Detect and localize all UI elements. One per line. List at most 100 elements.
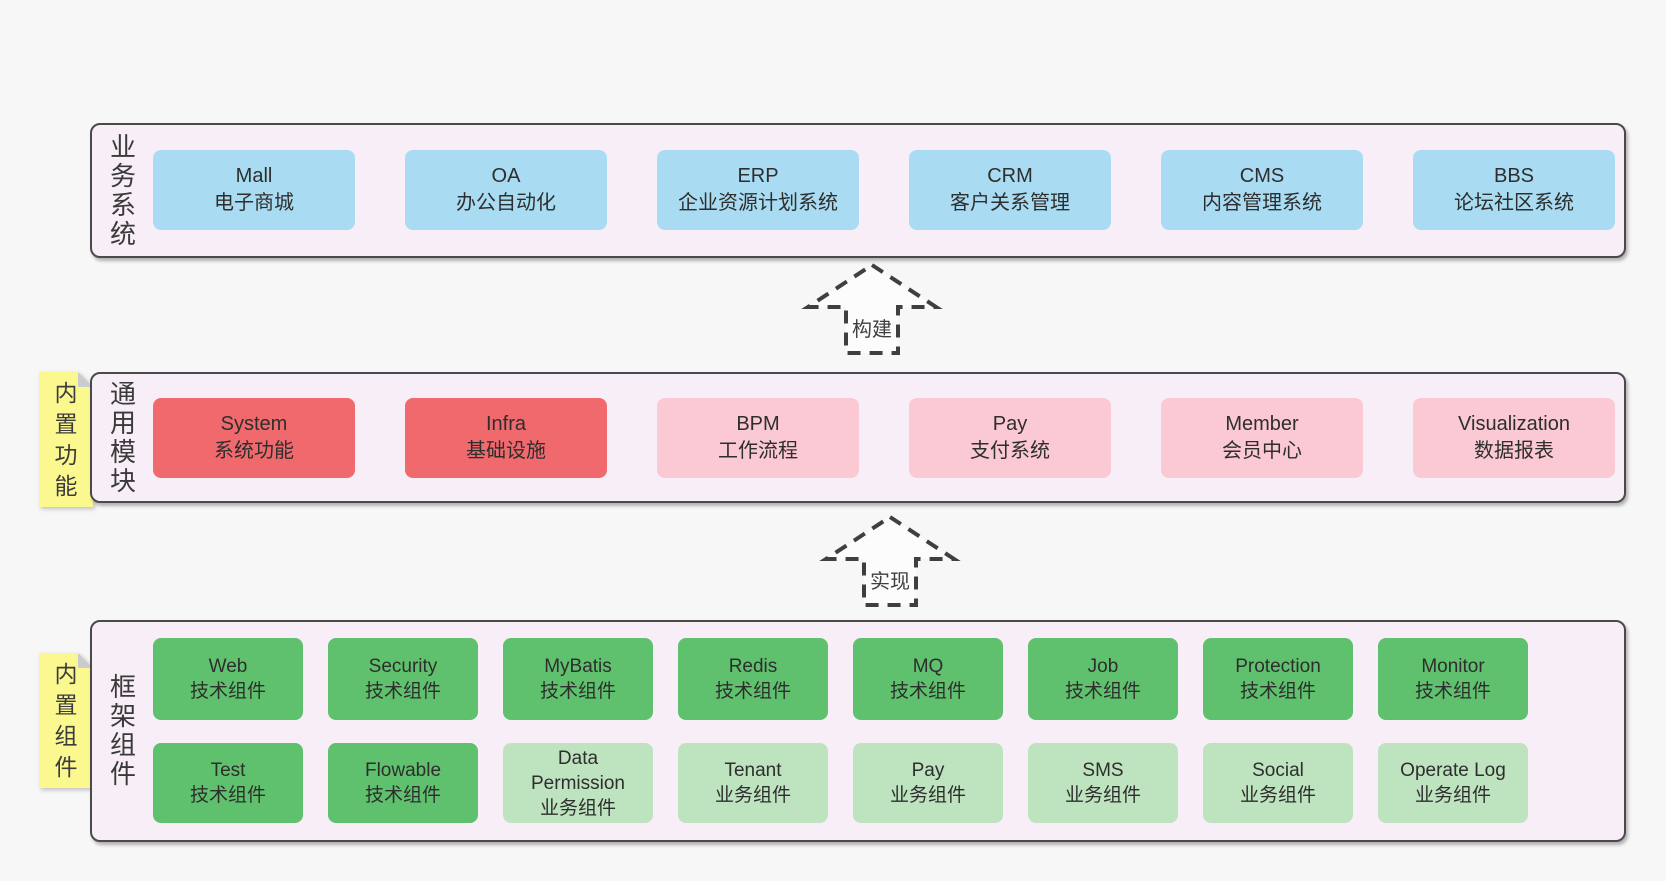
box-title: Operate Log — [1400, 760, 1506, 781]
box-mybatis: MyBatis 技术组件 — [503, 638, 653, 720]
sticky-note-builtin-components: 内置组件 — [39, 653, 93, 788]
box-subtitle: 业务组件 — [1414, 785, 1491, 806]
sticky-note-text: 内置组件 — [54, 660, 78, 780]
box-infra: Infra 基础设施 — [405, 398, 607, 478]
sticky-note-text: 内置功能 — [54, 379, 78, 499]
box-subtitle: 系统功能 — [214, 440, 294, 462]
box-title: MyBatis — [544, 656, 612, 677]
layer-label-common: 通用模块 — [109, 378, 136, 496]
box-subtitle: 技术组件 — [1064, 681, 1141, 702]
box-title: Mall — [235, 165, 273, 187]
box-operate-log: Operate Log 业务组件 — [1378, 743, 1528, 823]
box-subtitle: 技术组件 — [189, 681, 266, 702]
box-subtitle: 业务组件 — [539, 797, 616, 819]
box-title: Web — [208, 656, 248, 677]
common-boxes-row: System 系统功能 Infra 基础设施 BPM 工作流程 Pay 支付系统… — [153, 398, 1615, 478]
box-subtitle: 技术组件 — [189, 785, 266, 806]
box-test: Test 技术组件 — [153, 743, 303, 823]
box-title: Protection — [1235, 656, 1321, 677]
box-subtitle: 论坛社区系统 — [1454, 192, 1574, 214]
box-title: BBS — [1493, 165, 1535, 187]
box-protection: Protection 技术组件 — [1203, 638, 1353, 720]
box-subtitle: 技术组件 — [539, 681, 616, 702]
box-title: System — [220, 413, 288, 435]
box-bpm: BPM 工作流程 — [657, 398, 859, 478]
build-arrow-icon: 构建 — [801, 261, 943, 357]
box-title: CRM — [987, 165, 1033, 187]
box-subtitle: 电子商城 — [214, 192, 294, 214]
box-data-permission: Data Permission 业务组件 — [503, 743, 653, 823]
box-subtitle: 技术组件 — [364, 785, 441, 806]
box-subtitle: 工作流程 — [718, 440, 798, 462]
box-security: Security 技术组件 — [328, 638, 478, 720]
business-boxes-row: Mall 电子商城 OA 办公自动化 ERP 企业资源计划系统 CRM 客户关系… — [153, 150, 1615, 230]
box-bbs: BBS 论坛社区系统 — [1413, 150, 1615, 230]
layer-framework-components: 框架组件 Web 技术组件 Security 技术组件 MyBatis 技术组件… — [90, 620, 1626, 842]
implement-arrow-icon: 实现 — [819, 513, 961, 609]
box-mq: MQ 技术组件 — [853, 638, 1003, 720]
sticky-note-builtin-features: 内置功能 — [39, 372, 93, 507]
box-subtitle: 技术组件 — [714, 681, 791, 702]
box-erp: ERP 企业资源计划系统 — [657, 150, 859, 230]
box-subtitle: 技术组件 — [889, 681, 966, 702]
box-title: Redis — [728, 656, 778, 677]
box-title: Visualization — [1458, 413, 1570, 435]
box-subtitle: 基础设施 — [466, 440, 546, 462]
box-monitor: Monitor 技术组件 — [1378, 638, 1528, 720]
box-tenant: Tenant 业务组件 — [678, 743, 828, 823]
layer-common-modules: 通用模块 System 系统功能 Infra 基础设施 BPM 工作流程 Pay… — [90, 372, 1626, 503]
box-member: Member 会员中心 — [1161, 398, 1363, 478]
box-visualization: Visualization 数据报表 — [1413, 398, 1615, 478]
box-title: Member — [1225, 413, 1299, 435]
framework-boxes-row-2: Test 技术组件 Flowable 技术组件 Data Permission … — [153, 743, 1528, 823]
box-subtitle: 数据报表 — [1474, 440, 1554, 462]
layer-label-business: 业务系统 — [109, 131, 136, 249]
box-title: BPM — [736, 413, 780, 435]
box-pay-system: Pay 支付系统 — [909, 398, 1111, 478]
box-subtitle: 企业资源计划系统 — [678, 192, 838, 214]
box-title: Infra — [485, 413, 527, 435]
box-subtitle: 业务组件 — [714, 785, 791, 806]
box-title: ERP — [737, 165, 779, 187]
box-title: Test — [210, 760, 246, 781]
box-oa: OA 办公自动化 — [405, 150, 607, 230]
box-subtitle: 支付系统 — [970, 440, 1050, 462]
box-subtitle: 业务组件 — [1064, 785, 1141, 806]
box-title: CMS — [1239, 165, 1285, 187]
box-pay-biz: Pay 业务组件 — [853, 743, 1003, 823]
box-subtitle: 内容管理系统 — [1202, 192, 1322, 214]
box-title: Social — [1252, 760, 1304, 781]
box-subtitle: 技术组件 — [364, 681, 441, 702]
box-subtitle: 办公自动化 — [456, 192, 556, 214]
box-flowable: Flowable 技术组件 — [328, 743, 478, 823]
box-title: MQ — [912, 656, 944, 677]
framework-boxes-row-1: Web 技术组件 Security 技术组件 MyBatis 技术组件 Redi… — [153, 638, 1528, 720]
box-title: Tenant — [724, 760, 782, 781]
box-subtitle: 技术组件 — [1239, 681, 1316, 702]
box-social: Social 业务组件 — [1203, 743, 1353, 823]
box-title: SMS — [1082, 760, 1124, 781]
box-subtitle: 业务组件 — [1239, 785, 1316, 806]
box-title: OA — [491, 165, 521, 187]
box-title: Pay — [911, 760, 945, 781]
box-title: Monitor — [1421, 656, 1485, 677]
box-title: Security — [368, 656, 438, 677]
implement-arrow-label: 实现 — [870, 571, 910, 593]
box-subtitle: 技术组件 — [1414, 681, 1491, 702]
build-arrow-label: 构建 — [852, 319, 892, 341]
box-subtitle: 会员中心 — [1222, 440, 1302, 462]
box-system: System 系统功能 — [153, 398, 355, 478]
box-crm: CRM 客户关系管理 — [909, 150, 1111, 230]
box-cms: CMS 内容管理系统 — [1161, 150, 1363, 230]
box-subtitle: 客户关系管理 — [950, 192, 1070, 214]
layer-label-framework: 框架组件 — [109, 672, 136, 789]
box-redis: Redis 技术组件 — [678, 638, 828, 720]
box-mall: Mall 电子商城 — [153, 150, 355, 230]
layer-business-systems: 业务系统 Mall 电子商城 OA 办公自动化 ERP 企业资源计划系统 CRM… — [90, 123, 1626, 258]
box-title: Job — [1087, 656, 1119, 677]
box-title: Flowable — [364, 760, 442, 781]
box-title: Data Permission — [531, 747, 625, 794]
box-subtitle: 业务组件 — [889, 785, 966, 806]
box-sms: SMS 业务组件 — [1028, 743, 1178, 823]
